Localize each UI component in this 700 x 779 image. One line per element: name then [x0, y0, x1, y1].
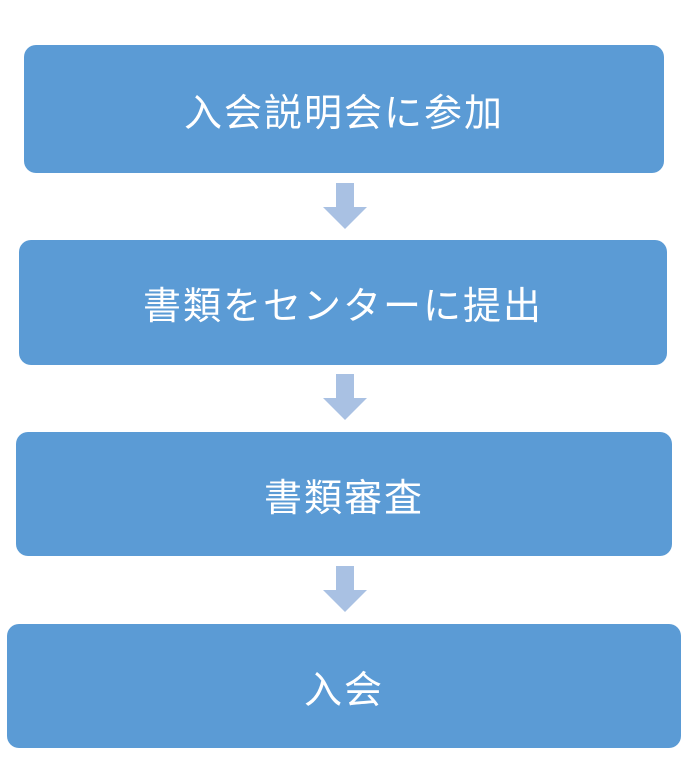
step-label: 入会	[303, 667, 384, 712]
step-box-submit-documents: 書類をセンターに提出	[19, 240, 667, 365]
step-box-join-briefing: 入会説明会に参加	[24, 45, 664, 173]
step-label: 入会説明会に参加	[183, 90, 504, 135]
step-label: 書類審査	[263, 475, 424, 520]
step-box-document-review: 書類審査	[16, 432, 672, 556]
step-box-membership: 入会	[7, 624, 681, 748]
step-label: 書類をセンターに提出	[142, 284, 543, 328]
down-arrow-icon	[323, 374, 367, 420]
down-arrow-icon	[323, 183, 367, 229]
down-arrow-icon	[323, 566, 367, 612]
